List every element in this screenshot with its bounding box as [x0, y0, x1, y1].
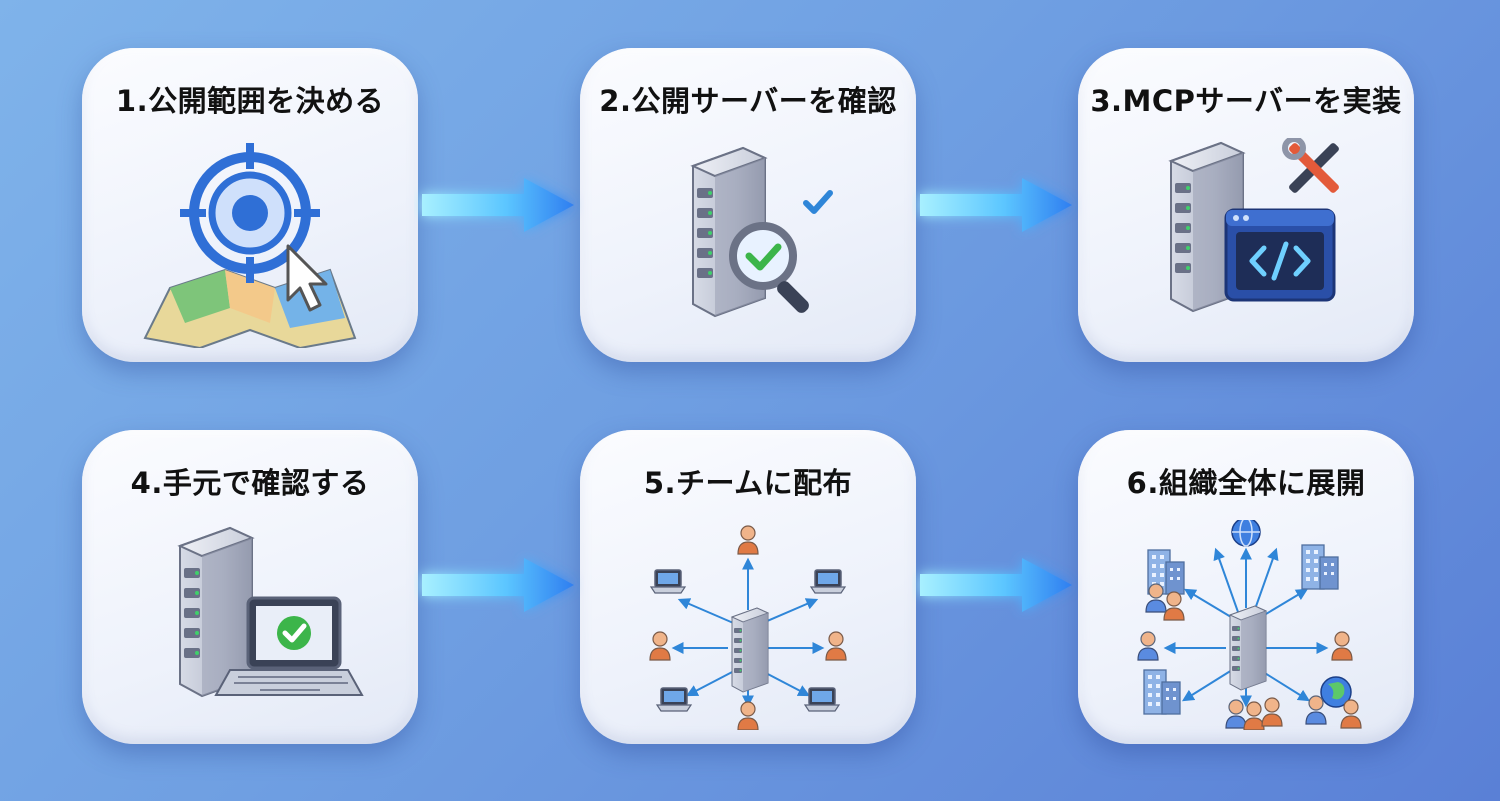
arrow-2-to-3	[920, 178, 1072, 232]
server-team-network-icon	[649, 525, 847, 730]
arrow-1-to-2	[422, 178, 574, 232]
step-title-3: 3.MCPサーバーを実装	[1090, 84, 1402, 118]
server-laptop-check-icon	[179, 527, 364, 697]
arrow-4-to-5	[422, 558, 574, 612]
step-title-6: 6.組織全体に展開	[1126, 466, 1366, 500]
server-magnifier-check-icon	[692, 147, 833, 317]
arrow-5-to-6	[920, 558, 1072, 612]
step-title-4: 4.手元で確認する	[130, 466, 370, 500]
step-card-5: 5.チームに配布	[580, 430, 916, 744]
step-card-1: 1.公開範囲を決める	[82, 48, 418, 362]
step-title-5: 5.チームに配布	[643, 466, 853, 500]
step-card-2: 2.公開サーバーを確認	[580, 48, 916, 362]
step-card-3: 3.MCPサーバーを実装	[1078, 48, 1414, 362]
server-organization-network-icon	[1137, 520, 1362, 730]
step-title-1: 1.公開範囲を決める	[115, 84, 385, 118]
step-card-4: 4.手元で確認する	[82, 430, 418, 744]
server-tools-code-icon	[1170, 138, 1339, 312]
step-card-6: 6.組織全体に展開	[1078, 430, 1414, 744]
step-title-2: 2.公開サーバーを確認	[599, 84, 897, 118]
target-map-cursor-icon	[143, 143, 357, 348]
